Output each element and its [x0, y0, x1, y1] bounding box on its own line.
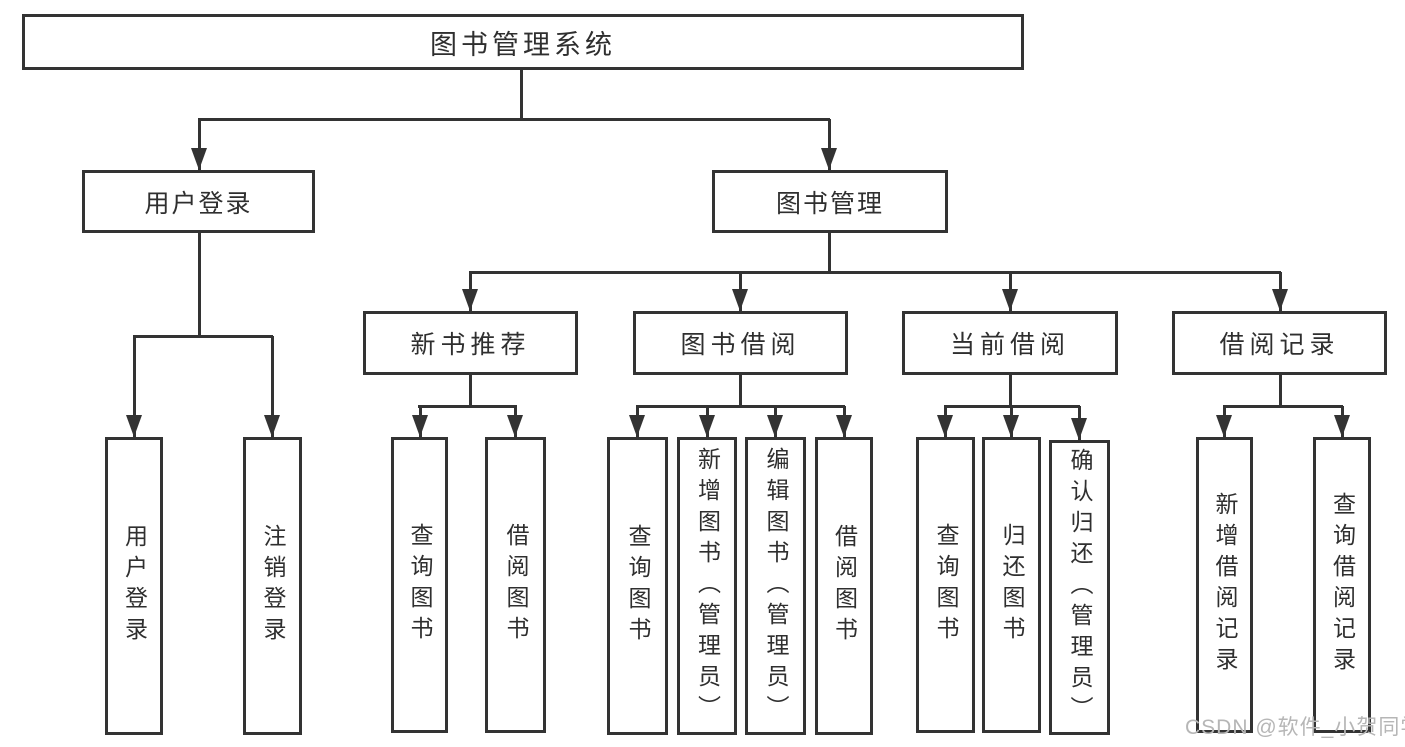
node-logout: 注销登录 — [243, 437, 302, 735]
connector-line — [520, 70, 523, 120]
node-add-books-admin: 新增图书（管理员） — [677, 437, 737, 735]
arrowhead-down-icon — [1334, 415, 1350, 437]
arrowhead-down-icon — [1002, 289, 1018, 311]
node-borrowing-query-books: 查询图书 — [607, 437, 668, 735]
arrowhead-down-icon — [732, 289, 748, 311]
node-label: 归还图书 — [999, 523, 1025, 647]
node-user-login-leaf: 用户登录 — [105, 437, 163, 735]
arrowhead-down-icon — [937, 415, 953, 437]
connector-line — [1223, 405, 1343, 408]
node-label: 查询图书 — [625, 524, 651, 648]
connector-line — [739, 375, 742, 408]
node-current-query-books: 查询图书 — [916, 437, 975, 733]
node-return-books: 归还图书 — [982, 437, 1041, 733]
arrowhead-down-icon — [836, 415, 852, 437]
connector-line — [828, 119, 831, 170]
connector-line — [198, 119, 201, 170]
node-label: 图书管理系统 — [430, 29, 616, 60]
csdn-watermark: CSDN @软件_小贺同学 — [1185, 716, 1405, 739]
node-label: 借阅图书 — [831, 524, 858, 648]
connector-line — [133, 335, 273, 338]
node-borrowing-records: 借阅记录 — [1172, 311, 1387, 375]
node-label: 新增借阅记录 — [1212, 492, 1238, 678]
arrowhead-down-icon — [699, 415, 715, 437]
arrowhead-down-icon — [1071, 418, 1087, 440]
node-library-management-system: 图书管理系统 — [22, 14, 1024, 70]
node-label: 借阅图书 — [503, 523, 529, 647]
node-label: 新增图书（管理员） — [694, 446, 721, 726]
arrowhead-down-icon — [821, 148, 837, 170]
node-recommend-query-books: 查询图书 — [391, 437, 448, 733]
arrowhead-down-icon — [462, 289, 478, 311]
arrowhead-down-icon — [767, 415, 783, 437]
node-borrowing-borrow-books: 借阅图书 — [815, 437, 873, 735]
arrowhead-down-icon — [507, 415, 523, 437]
connector-line — [469, 375, 472, 408]
node-new-book-recommendation: 新书推荐 — [363, 311, 578, 375]
node-label: 查询借阅记录 — [1329, 492, 1356, 678]
node-label: 用户登录 — [121, 524, 148, 648]
node-user-login: 用户登录 — [82, 170, 315, 233]
arrowhead-down-icon — [629, 415, 645, 437]
node-book-borrowing: 图书借阅 — [633, 311, 848, 375]
connector-line — [1009, 375, 1012, 408]
node-label: 用户登录 — [144, 189, 253, 218]
arrowhead-down-icon — [1216, 415, 1232, 437]
connector-line — [469, 271, 1281, 274]
node-confirm-return-admin: 确认归还（管理员） — [1049, 440, 1110, 735]
connector-line — [198, 118, 830, 121]
node-label: 注销登录 — [260, 524, 286, 648]
connector-line — [198, 233, 201, 338]
node-query-borrow-record: 查询借阅记录 — [1313, 437, 1371, 733]
connector-line — [418, 405, 517, 408]
arrowhead-down-icon — [191, 148, 207, 170]
node-add-borrow-record: 新增借阅记录 — [1196, 437, 1253, 733]
arrowhead-down-icon — [126, 415, 142, 437]
connector-line — [636, 405, 845, 408]
node-label: 图书借阅 — [680, 331, 801, 359]
arrowhead-down-icon — [412, 415, 428, 437]
node-label: 编辑图书（管理员） — [763, 446, 789, 726]
arrowhead-down-icon — [1003, 415, 1019, 437]
connector-line — [271, 336, 274, 437]
node-recommend-borrow-books: 借阅图书 — [485, 437, 546, 733]
node-label: 图书管理 — [775, 189, 884, 218]
node-edit-books-admin: 编辑图书（管理员） — [745, 437, 806, 735]
node-label: 新书推荐 — [410, 331, 531, 359]
arrowhead-down-icon — [1272, 289, 1288, 311]
arrowhead-down-icon — [264, 415, 280, 437]
node-label: 确认归还（管理员） — [1067, 448, 1093, 727]
connector-line — [828, 233, 831, 274]
node-label: 当前借阅 — [949, 331, 1070, 359]
connector-line — [1279, 375, 1282, 408]
node-label: 借阅记录 — [1219, 331, 1340, 359]
node-book-management: 图书管理 — [712, 170, 948, 233]
node-label: 查询图书 — [407, 523, 433, 647]
node-label: 查询图书 — [933, 523, 959, 647]
connector-line — [133, 336, 136, 437]
node-current-borrowing: 当前借阅 — [902, 311, 1118, 375]
